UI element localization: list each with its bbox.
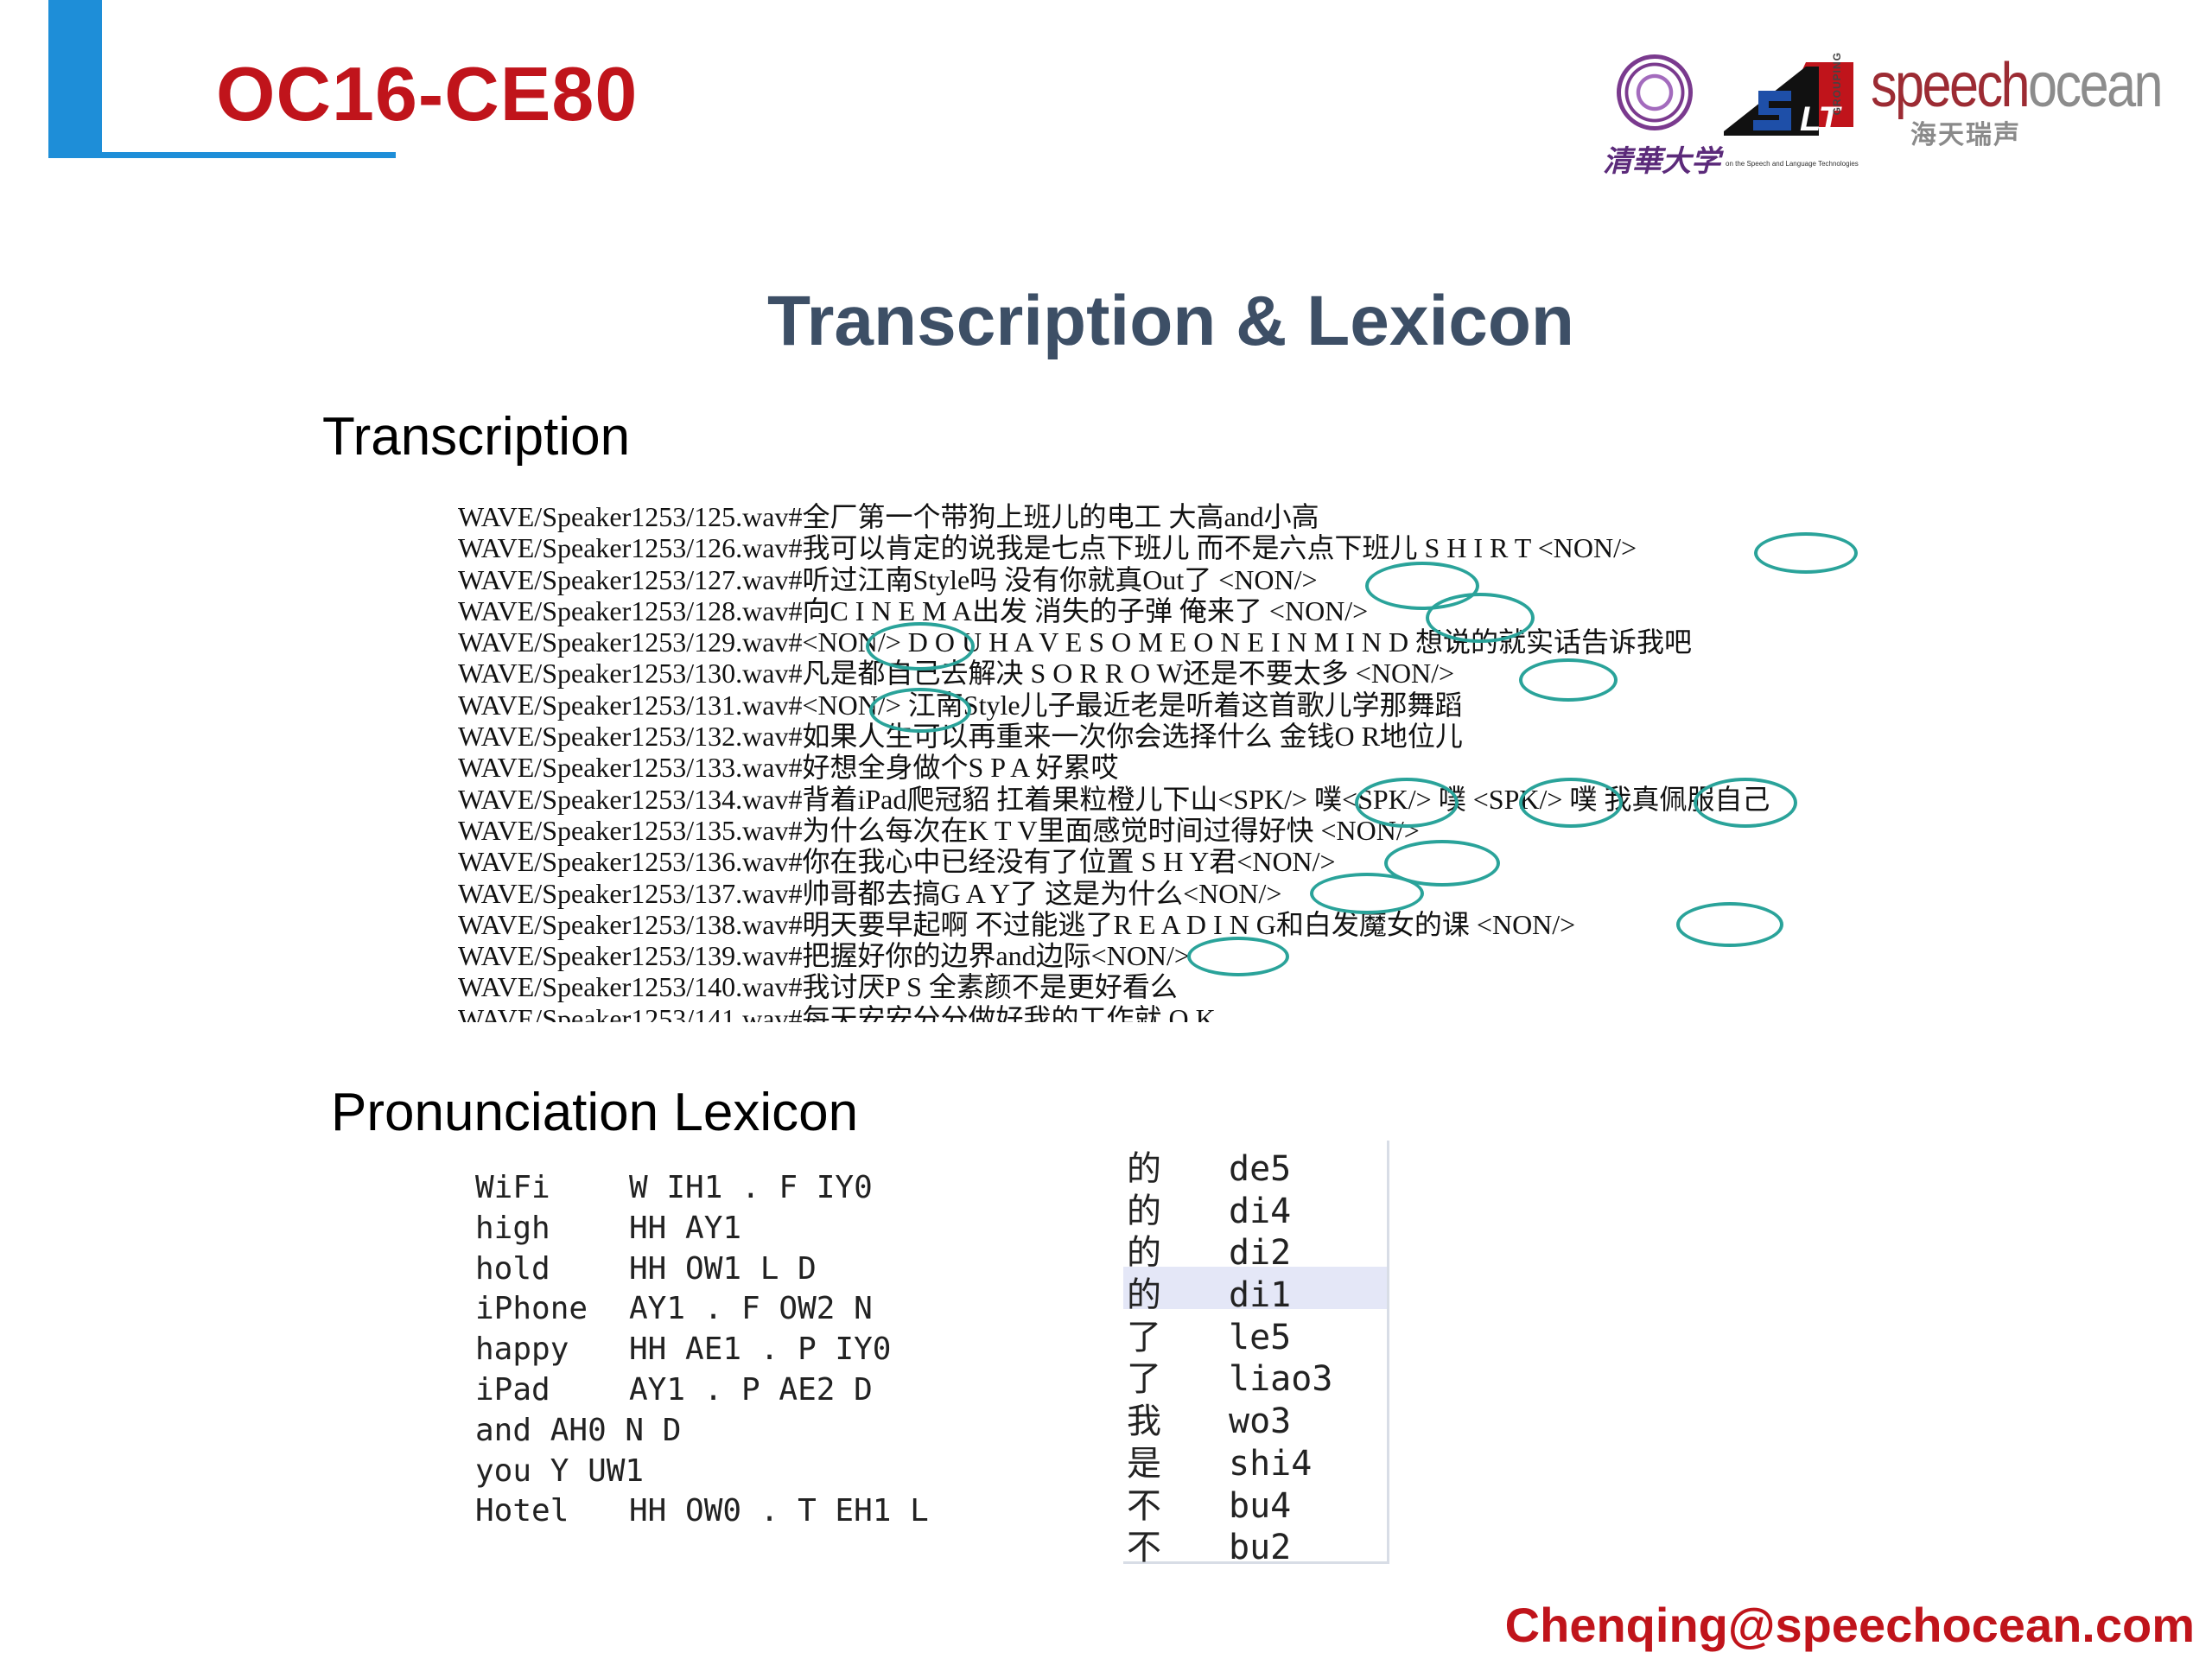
lexicon-entry-selected: 的 di1: [1123, 1267, 1387, 1315]
lexicon-word: high: [475, 1210, 550, 1246]
speechocean-wordmark-b: ocean: [2028, 51, 2164, 120]
lexicon-char: 是: [1127, 1443, 1161, 1484]
transcript-line: WAVE/Speaker1253/135.wav#为什么每次在K T V里面感觉…: [458, 814, 1420, 846]
lexicon-heading: Pronunciation Lexicon: [331, 1083, 859, 1142]
lexicon-char: 的: [1127, 1275, 1161, 1316]
transcript-line: WAVE/Speaker1253/127.wav#听过江南Style吗 没有你就…: [458, 563, 1318, 595]
lexicon-char: 不: [1127, 1485, 1161, 1526]
lexicon-char: 了: [1127, 1359, 1161, 1400]
lexicon-pronunciation: le5: [1229, 1317, 1292, 1357]
lexicon-entry: 的 di4: [1123, 1183, 1387, 1231]
transcript-line: WAVE/Speaker1253/132.wav#如果人生可以再重来一次你会选择…: [458, 721, 1463, 753]
lexicon-pronunciation: HH AY1: [629, 1210, 742, 1246]
lexicon-pronunciation: HH OW0 . T EH1 L: [629, 1493, 929, 1529]
lexicon-entry: WiFi W IH1 . F IY0: [475, 1168, 929, 1209]
transcript-line: WAVE/Speaker1253/134.wav#背着iPad爬冠貂 扛着果粒橙…: [458, 783, 1770, 815]
lexicon-entry: 了 le5: [1123, 1309, 1387, 1357]
lexicon-pronunciation: Y UW1: [550, 1452, 645, 1489]
lexicon-entry: happy HH AE1 . P IY0: [475, 1330, 929, 1370]
english-lexicon: WiFi W IH1 . F IY0 high HH AY1 hold HH OW1 …: [475, 1168, 929, 1532]
tsinghua-logo-text: 清華大学: [1603, 144, 1720, 179]
transcript-line: WAVE/Speaker1253/140.wav#我讨厌P S 全素颜不是更好看…: [458, 971, 1178, 1003]
speechocean-logo: speechocean 海天瑞声: [1871, 54, 2212, 151]
lexicon-char: 的: [1127, 1233, 1161, 1274]
lexicon-pronunciation: AY1 . P AE2 D: [629, 1371, 873, 1408]
slt-logo-icon: LT: [1724, 62, 1853, 138]
lexicon-entry: iPhone AY1 . F OW2 N: [475, 1289, 929, 1330]
lexicon-entry: hold HH OW1 L D: [475, 1249, 929, 1290]
svg-text:LT: LT: [1800, 100, 1842, 138]
transcript-line: WAVE/Speaker1253/133.wav#好想全身做个S P A 好累哎: [458, 752, 1119, 784]
transcript-line: WAVE/Speaker1253/130.wav#凡是都自己去解决 S O R …: [458, 658, 1455, 690]
transcript-line: WAVE/Speaker1253/139.wav#把握好你的边界and边际<NO…: [458, 940, 1190, 972]
tsinghua-logo: 清華大学: [1603, 54, 1720, 180]
lexicon-entry: high HH AY1: [475, 1209, 929, 1249]
lexicon-entry: Hotel HH OW0 . T EH1 L: [475, 1491, 929, 1532]
lexicon-word: WiFi: [475, 1170, 550, 1205]
lexicon-word: and: [475, 1412, 532, 1448]
slide-title: Transcription & Lexicon: [766, 282, 1575, 360]
lexicon-entry: 不 bu2: [1123, 1519, 1387, 1567]
grouping-label: GROUPING: [1831, 52, 1843, 116]
lexicon-pronunciation: de5: [1229, 1149, 1292, 1189]
logo-strip: 清華大学 LT on the Speech and Language Techn…: [1603, 48, 2177, 180]
transcript-line: WAVE/Speaker1253/141.wav#每天安安分分做好我的工作就 O…: [458, 1002, 1216, 1022]
chinese-lexicon: 的 de5 的 di4 的 di2 的 di1 了 le5 了 liao3 我 wo3 是 sh…: [1123, 1141, 1389, 1567]
speechocean-chinese: 海天瑞声: [1910, 120, 2021, 150]
lexicon-word: iPad: [475, 1371, 550, 1408]
lexicon-entry: 我 wo3: [1123, 1393, 1387, 1441]
transcription-image: WAVE/Speaker1253/125.wav#全厂第一个带狗上班儿的电工 大…: [458, 501, 2091, 1022]
lexicon-word: you: [475, 1452, 532, 1489]
contact-email: Chenqing@speechocean.com: [1504, 1598, 2195, 1652]
speechocean-wordmark-a: speech: [1871, 51, 2031, 120]
transcript-line: WAVE/Speaker1253/136.wav#你在我心中已经没有了位置 S …: [458, 846, 1336, 878]
lexicon-pronunciation: liao3: [1229, 1359, 1333, 1400]
lexicon-entry: iPad AY1 . P AE2 D: [475, 1370, 929, 1411]
tsinghua-seal-icon: [1617, 54, 1693, 130]
lexicon-entry: and AH0 N D: [475, 1411, 929, 1452]
lexicon-pronunciation: shi4: [1229, 1443, 1313, 1484]
accent-bar-vertical: [48, 0, 102, 158]
transcript-line: WAVE/Speaker1253/138.wav#明天要早起啊 不过能逃了R E…: [458, 908, 1576, 940]
transcription-heading: Transcription: [322, 407, 631, 467]
lexicon-entry: 的 de5: [1123, 1141, 1387, 1189]
lexicon-word: happy: [475, 1332, 569, 1368]
lexicon-pronunciation: di2: [1229, 1233, 1292, 1274]
lexicon-pronunciation: di1: [1229, 1275, 1292, 1316]
lexicon-char: 的: [1127, 1191, 1161, 1231]
lexicon-entry: 了 liao3: [1123, 1351, 1387, 1399]
lexicon-char: 不: [1127, 1528, 1161, 1568]
lexicon-entry: 是 shi4: [1123, 1435, 1387, 1484]
lexicon-pronunciation: HH AE1 . P IY0: [629, 1332, 892, 1368]
speechocean-wordmark: speechocean: [1871, 51, 2164, 120]
transcript-line: WAVE/Speaker1253/126.wav#我可以肯定的说我是七点下班儿 …: [458, 532, 1637, 564]
lexicon-word: Hotel: [475, 1493, 569, 1529]
transcript-line: WAVE/Speaker1253/137.wav#帅哥都去搞G A Y了 这是为…: [458, 877, 1282, 909]
slt-caption: on the Speech and Language Technologies: [1726, 160, 1859, 168]
lexicon-pronunciation: HH OW1 L D: [629, 1250, 817, 1287]
lexicon-pronunciation: W IH1 . F IY0: [629, 1170, 873, 1205]
accent-bar-horizontal: [48, 152, 396, 158]
lexicon-pronunciation: bu4: [1229, 1485, 1292, 1526]
lexicon-pronunciation: wo3: [1229, 1402, 1292, 1442]
transcript-line: WAVE/Speaker1253/129.wav#<NON/> D O U H …: [458, 626, 1693, 658]
lexicon-entry: 不 bu4: [1123, 1478, 1387, 1526]
lexicon-pronunciation: bu2: [1229, 1528, 1292, 1568]
lexicon-word: iPhone: [475, 1291, 588, 1327]
transcript-line: WAVE/Speaker1253/128.wav#向C I N E M A出发 …: [458, 594, 1369, 626]
lexicon-char: 了: [1127, 1317, 1161, 1357]
lexicon-pronunciation: di4: [1229, 1191, 1292, 1231]
lexicon-entry: you Y UW1: [475, 1452, 929, 1492]
lexicon-pronunciation: AY1 . F OW2 N: [629, 1291, 873, 1327]
transcript-line: WAVE/Speaker1253/125.wav#全厂第一个带狗上班儿的电工 大…: [458, 501, 1319, 532]
lexicon-char: 的: [1127, 1149, 1161, 1189]
lexicon-char: 我: [1127, 1402, 1161, 1442]
deck-title: OC16-CE80: [216, 51, 639, 137]
lexicon-word: hold: [475, 1250, 550, 1287]
lexicon-pronunciation: AH0 N D: [550, 1412, 682, 1448]
slt-logo: LT on the Speech and Language Technologi…: [1724, 58, 1859, 168]
lexicon-entry: 的 di2: [1123, 1224, 1387, 1273]
transcript-line: WAVE/Speaker1253/131.wav#<NON/> 江南Style儿…: [458, 689, 1463, 721]
